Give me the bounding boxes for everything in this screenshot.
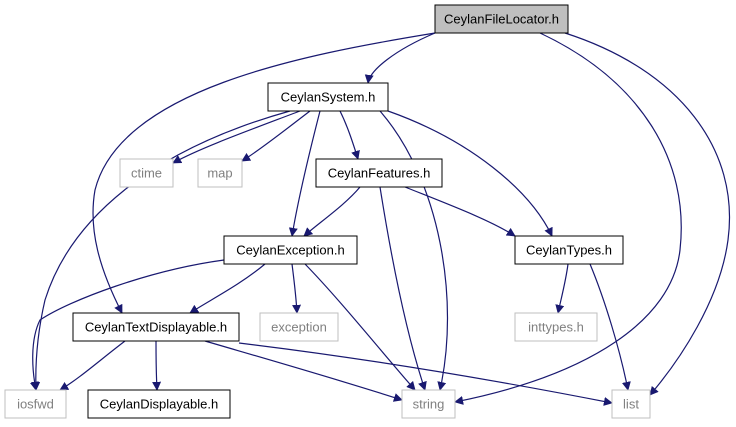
node-displayable[interactable]: CeylanDisplayable.h [87,389,231,419]
node-label: exception [271,319,327,334]
node-box [267,82,389,112]
edge-root-to-list [564,32,730,396]
edge-textdisp-to-string [204,340,403,402]
node-label: list [623,396,639,411]
edge-types-to-inttypes [555,263,569,314]
node-exception_h[interactable]: CeylanException.h [223,235,358,265]
node-box [223,235,358,265]
edge-features-to-types [404,186,516,237]
node-string: string [401,389,456,419]
node-box [72,312,240,342]
node-label: CeylanTypes.h [526,242,612,257]
edges [30,32,730,406]
node-features[interactable]: CeylanFeatures.h [315,158,443,188]
node-box [401,389,456,419]
node-exception: exception [259,312,339,342]
node-box [259,312,339,342]
node-label: CeylanFeatures.h [328,165,431,180]
edge-exception_h-to-textdisp [189,263,266,314]
node-label: inttypes.h [528,319,584,334]
node-box [514,312,598,342]
node-label: CeylanException.h [236,242,344,257]
edge-textdisp-to-list [238,342,613,406]
node-root[interactable]: CeylanFileLocator.h [434,4,569,34]
node-box [197,158,243,188]
edge-textdisp-to-displayable [152,340,162,391]
edge-exception_h-to-exception [291,263,302,314]
edge-types-to-list [589,263,631,391]
node-label: CeylanSystem.h [281,89,376,104]
edge-system-to-exception_h [288,110,321,237]
node-textdisp[interactable]: CeylanTextDisplayable.h [72,312,240,342]
node-label: CeylanDisplayable.h [100,396,219,411]
edge-system-to-ctime [172,110,301,164]
edge-features-to-string [379,186,427,391]
edge-root-to-string [454,32,682,405]
edge-system-to-map [241,110,311,162]
node-list: list [611,389,651,419]
node-inttypes: inttypes.h [514,312,598,342]
node-label: CeylanTextDisplayable.h [85,319,227,334]
node-box [119,158,174,188]
edge-textdisp-to-iosfwd [59,340,126,391]
node-label: string [413,396,445,411]
node-box [514,235,624,265]
node-label: CeylanFileLocator.h [444,11,559,26]
node-types[interactable]: CeylanTypes.h [514,235,624,265]
node-box [315,158,443,188]
node-system[interactable]: CeylanSystem.h [267,82,389,112]
node-label: map [207,165,232,180]
edge-system-to-types [387,110,553,237]
node-box [611,389,651,419]
edge-exception_h-to-iosfwd [30,259,225,391]
edge-system-to-iosfwd [31,110,291,391]
edge-root-to-textdisp [92,32,436,314]
edge-system-to-string [379,110,449,391]
node-iosfwd: iosfwd [4,389,67,419]
node-box [4,389,67,419]
node-box [87,389,231,419]
node-ctime: ctime [119,158,174,188]
node-label: ctime [131,165,162,180]
node-label: iosfwd [17,396,54,411]
node-box [434,4,569,34]
node-map: map [197,158,243,188]
edge-features-to-exception_h [303,186,361,237]
edge-root-to-system [364,32,436,84]
edge-exception_h-to-string [304,263,416,391]
edge-system-to-features [339,110,360,160]
